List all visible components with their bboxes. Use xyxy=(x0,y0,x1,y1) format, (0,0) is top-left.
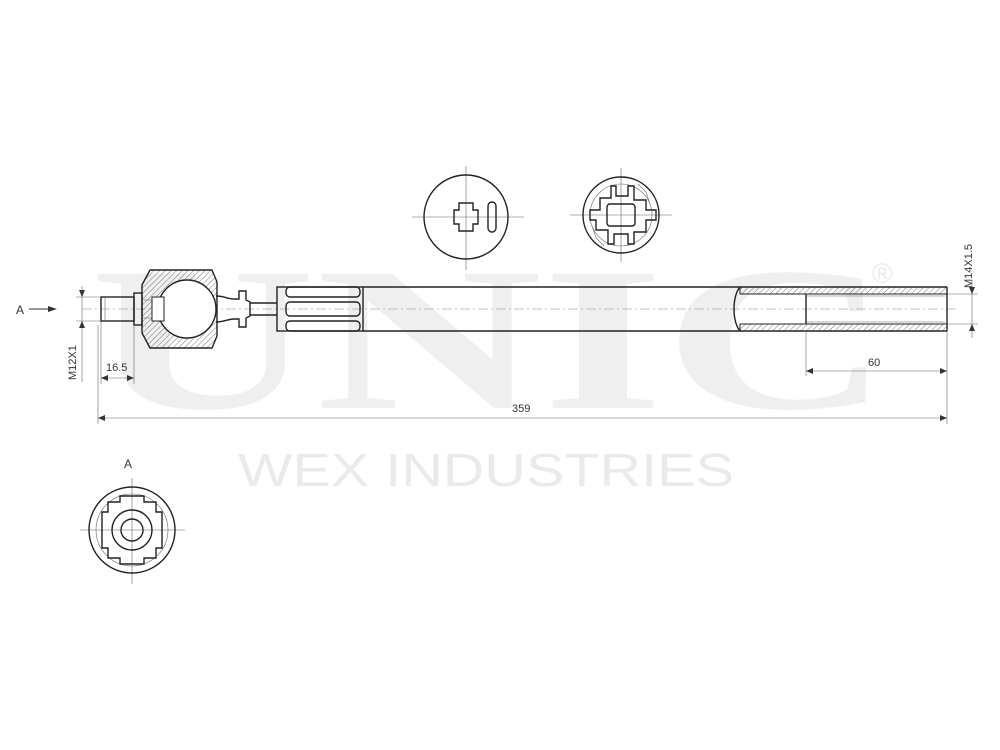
dimension-total-length: 359 xyxy=(97,325,948,424)
wrench-flats xyxy=(276,286,364,332)
dimension-outer-length-label: 60 xyxy=(868,357,880,369)
internal-thread-section xyxy=(733,286,948,332)
dimension-inner-length-label: 16.5 xyxy=(106,362,127,374)
view-a: A xyxy=(80,457,185,584)
watermark-company: WEX INDUSTRIES xyxy=(238,444,734,496)
watermark-registered-mark: ® xyxy=(872,258,893,289)
dimension-inner-length: 16.5 xyxy=(100,321,135,384)
dimension-outer-length: 60 xyxy=(805,331,948,376)
dimension-inner-thread-label: M12X1 xyxy=(67,345,79,380)
view-arrow: A xyxy=(16,303,57,317)
dimension-inner-thread: M12X1 xyxy=(67,286,100,382)
view-a-title: A xyxy=(124,457,132,471)
watermark: UNIC ® WEX INDUSTRIES xyxy=(90,226,893,496)
dimension-outer-thread-label: M14X1.5 xyxy=(963,244,975,288)
tie-rod-side-view xyxy=(82,269,958,349)
cross-section-flats xyxy=(412,166,524,270)
dimension-outer-thread: M14X1.5 xyxy=(947,244,978,338)
dimension-total-length-label: 359 xyxy=(512,403,530,415)
watermark-brand: UNIC xyxy=(90,226,890,453)
view-arrow-label: A xyxy=(16,303,24,317)
ball-socket-housing xyxy=(141,269,218,349)
cross-section-splined xyxy=(570,168,672,262)
